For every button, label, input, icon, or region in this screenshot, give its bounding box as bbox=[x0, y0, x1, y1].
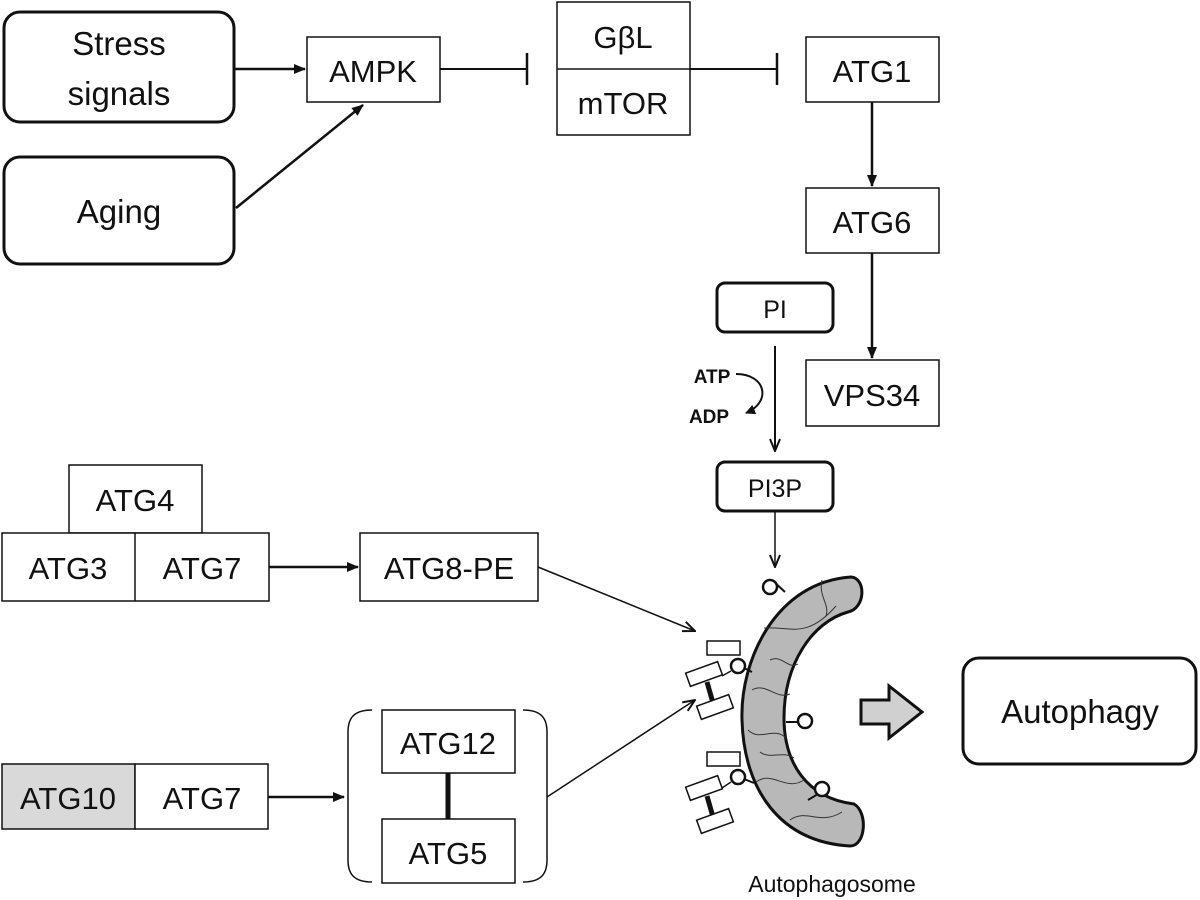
inhibit-ampk-to-mtor bbox=[440, 53, 529, 85]
adp-label: ADP bbox=[689, 407, 729, 428]
ampk-label: AMPK bbox=[329, 54, 417, 89]
vps34-node: VPS34 bbox=[805, 359, 940, 427]
arrow-aging-to-ampk bbox=[235, 104, 364, 209]
block-arrow-to-autophagy bbox=[859, 682, 925, 742]
atg8-pe-node: ATG8-PE bbox=[359, 532, 539, 602]
atg4-atg3-atg7-complex: ATG4 ATG3 ATG7 bbox=[1, 464, 270, 602]
autophagosome-membrane bbox=[740, 575, 865, 848]
autophagy-node: Autophagy bbox=[961, 656, 1198, 766]
pi3p-anchor-right-upper bbox=[786, 712, 814, 730]
stress-signals-node: Stress signals bbox=[2, 10, 236, 124]
atg12-atg5-conjugate: ATG12 ATG5 bbox=[347, 709, 548, 884]
atg3-label: ATG3 bbox=[29, 551, 108, 586]
pi3p-node: PI3P bbox=[715, 460, 835, 513]
stress-signals-label-line1: Stress bbox=[72, 25, 166, 62]
atg4-label: ATG4 bbox=[96, 483, 175, 518]
atg7-top-label: ATG7 bbox=[163, 551, 242, 586]
pi3p-anchor-right-lower bbox=[807, 780, 831, 801]
ampk-node: AMPK bbox=[306, 36, 441, 103]
pi-node: PI bbox=[715, 281, 835, 334]
inhibit-mtor-to-atg1 bbox=[690, 53, 779, 85]
vps34-label: VPS34 bbox=[824, 378, 921, 413]
atg6-node: ATG6 bbox=[805, 187, 940, 254]
mtor-label: mTOR bbox=[578, 86, 669, 121]
atg10-atg7-complex: ATG10 ATG7 bbox=[1, 763, 269, 830]
atg8-atg12-atg5-anchor-lower bbox=[684, 751, 755, 835]
atp-label: ATP bbox=[694, 367, 731, 388]
pi-label: PI bbox=[763, 296, 787, 324]
atg5-label: ATG5 bbox=[409, 836, 488, 871]
atg8-atg12-atg5-anchor-upper bbox=[684, 640, 753, 721]
atp-adp-curved-arrow bbox=[735, 373, 764, 415]
pi3p-label: PI3P bbox=[748, 475, 802, 503]
right-bracket bbox=[522, 709, 548, 883]
pi3p-anchor-top bbox=[761, 578, 786, 596]
aging-label: Aging bbox=[77, 193, 161, 230]
stress-signals-label-line2: signals bbox=[68, 75, 171, 112]
atg12-label: ATG12 bbox=[400, 726, 496, 761]
arrow-atg12-atg5-to-autophagosome bbox=[546, 700, 695, 798]
atg10-label: ATG10 bbox=[20, 781, 116, 816]
gbl-mtor-complex: GβL mTOR bbox=[556, 1, 691, 136]
atg8-pe-label: ATG8-PE bbox=[384, 551, 514, 586]
arrow-atg8pe-to-autophagosome bbox=[537, 566, 695, 631]
gbl-label: GβL bbox=[593, 20, 652, 55]
atp-adp-cofactor: ATP ADP bbox=[689, 367, 764, 428]
autophagosome-label: Autophagosome bbox=[748, 871, 916, 897]
autophagy-label: Autophagy bbox=[1001, 693, 1159, 730]
atg6-label: ATG6 bbox=[833, 205, 912, 240]
atg1-node: ATG1 bbox=[805, 36, 940, 103]
aging-node: Aging bbox=[2, 155, 236, 266]
left-bracket bbox=[347, 709, 373, 883]
atg1-label: ATG1 bbox=[833, 54, 912, 89]
atg7-bottom-label: ATG7 bbox=[163, 781, 242, 816]
